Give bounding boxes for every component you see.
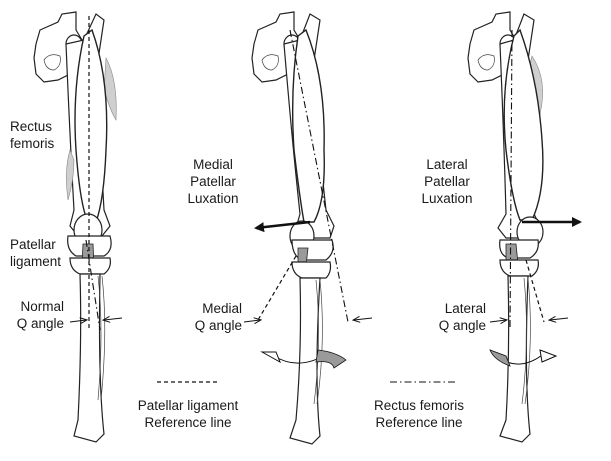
- label-line: Luxation: [187, 191, 239, 206]
- label-line: Lateral: [426, 157, 468, 172]
- label-line: Q angle: [16, 316, 64, 331]
- label-line: Luxation: [421, 191, 473, 206]
- label-line: Reference line: [375, 415, 463, 430]
- patellar-ligament-label: Patellar ligament: [10, 236, 61, 270]
- normal-leg-figure: [33, 11, 123, 443]
- label-line: Q angle: [438, 318, 486, 333]
- label-line: Lateral: [444, 301, 486, 316]
- rectus-femoris-reference-line: [289, 29, 349, 323]
- legend-patellar-ligament-text: Patellar ligament Reference line: [118, 397, 258, 431]
- label-line: ligament: [10, 254, 62, 269]
- rectus-femoris-label: Rectus femoris: [10, 118, 54, 152]
- lateral-luxation-label: Lateral Patellar Luxation: [400, 156, 494, 207]
- medial-luxation-leg-figure: [243, 11, 373, 445]
- medial-displacement-arrow: [254, 220, 311, 233]
- label-line: Patellar: [10, 237, 56, 252]
- legend-rectus-femoris-text: Rectus femoris Reference line: [354, 397, 484, 431]
- medial-q-angle-label: Medial Q angle: [176, 300, 242, 334]
- label-line: Patellar: [190, 174, 236, 189]
- label-line: Normal: [20, 299, 64, 314]
- tibia: [289, 277, 321, 445]
- label-line: Rectus: [10, 119, 53, 134]
- medial-luxation-label: Medial Patellar Luxation: [168, 156, 258, 207]
- rectus-femoris-reference-line: [85, 239, 101, 331]
- label-line: Medial: [202, 301, 242, 316]
- patellar-ligament-reference-line: [525, 259, 545, 323]
- normal-q-angle-label: Normal Q angle: [4, 298, 64, 332]
- label-line: Medial: [193, 157, 233, 172]
- fibula: [97, 275, 106, 401]
- lateral-q-angle-label: Lateral Q angle: [418, 300, 486, 334]
- label-line: Rectus femoris: [373, 398, 465, 413]
- label-line: femoris: [10, 136, 55, 151]
- lateral-luxation-leg-figure: [467, 11, 582, 443]
- label-line: Q angle: [194, 318, 242, 333]
- label-line: Reference line: [144, 415, 232, 430]
- rectus-femoris-muscle: [291, 28, 325, 223]
- label-line: Patellar: [424, 174, 470, 189]
- rectus-femoris-reference-line: [509, 29, 513, 331]
- patellar-ligament-reference-line: [257, 255, 297, 321]
- label-line: Patellar ligament: [137, 398, 239, 413]
